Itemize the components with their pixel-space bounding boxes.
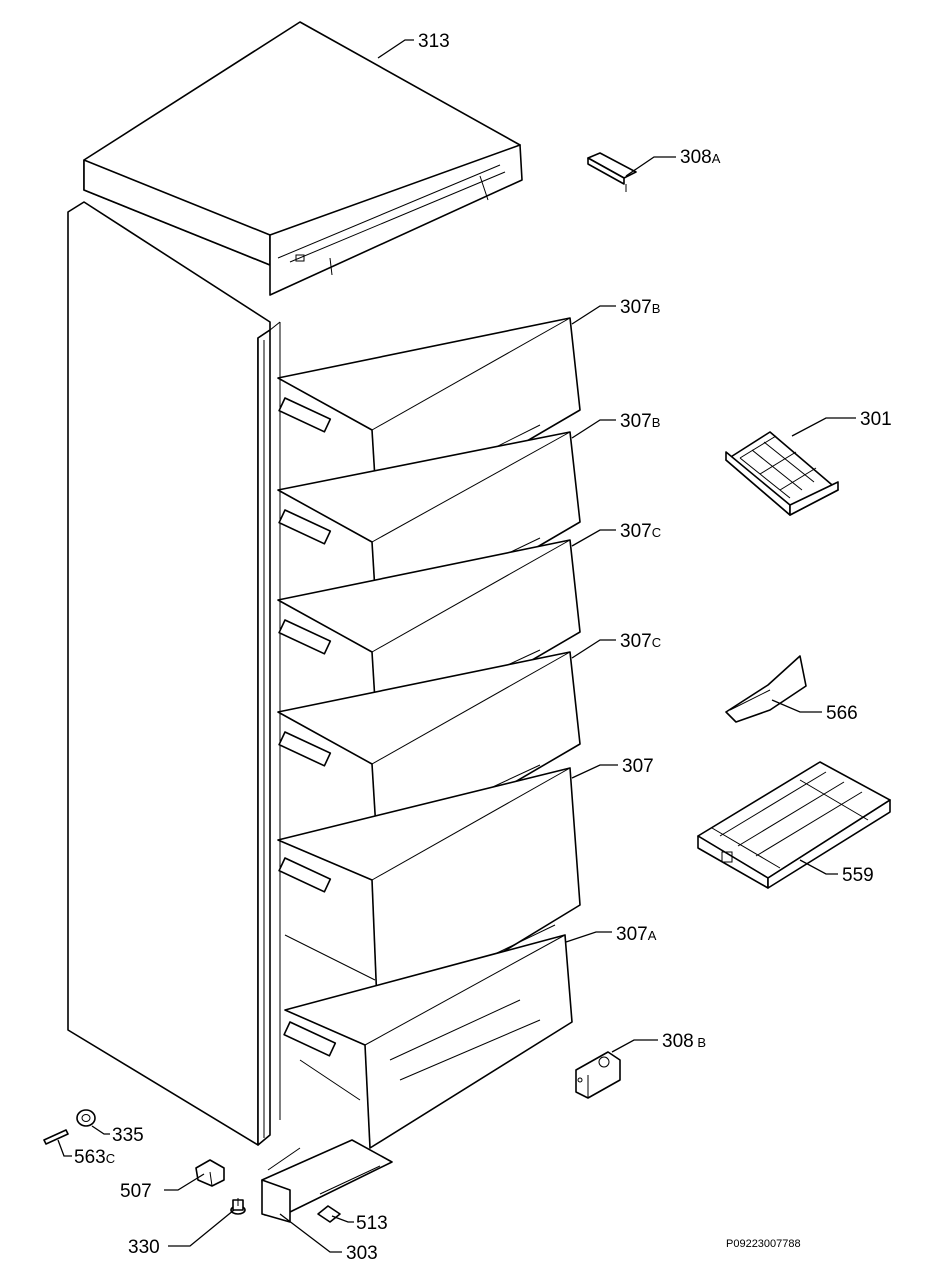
label-307c-first: 307C xyxy=(620,521,661,542)
ice-scraper xyxy=(725,655,807,723)
drawer-stack xyxy=(277,317,581,1149)
label-301: 301 xyxy=(860,409,892,430)
adjustable-foot xyxy=(230,1198,246,1215)
top-cover xyxy=(83,21,523,296)
label-307c-second: 307C xyxy=(620,631,661,652)
hinge-pin-holder xyxy=(195,1159,225,1187)
label-313: 313 xyxy=(418,31,450,52)
drawer-4 xyxy=(277,651,581,863)
label-307b-second: 307B xyxy=(620,411,660,432)
clip-small xyxy=(317,1205,341,1223)
label-513: 513 xyxy=(356,1213,388,1234)
label-335: 335 xyxy=(112,1125,144,1146)
foot-cap xyxy=(76,1109,96,1127)
kick-plate xyxy=(261,1139,393,1223)
label-307: 307 xyxy=(622,756,654,777)
freezer-cabinet xyxy=(67,201,281,1146)
cold-accumulator xyxy=(697,761,891,889)
label-307a: 307A xyxy=(616,924,657,945)
drawing-code: P09223007788 xyxy=(726,1238,801,1250)
drawer-large xyxy=(277,767,581,1029)
label-307b-top: 307B xyxy=(620,297,660,318)
label-308a: 308A xyxy=(680,147,721,168)
clip-part xyxy=(587,152,637,192)
leader-lines xyxy=(57,39,856,1253)
label-308b: 308 B xyxy=(662,1031,706,1052)
part-labels: 313 308A 307B 307B 301 307C 307C 566 307… xyxy=(74,31,892,1264)
drawer-top xyxy=(277,317,581,529)
hinge-bracket xyxy=(575,1051,621,1099)
drawer-3 xyxy=(277,539,581,751)
small-parts xyxy=(43,1109,393,1223)
label-559: 559 xyxy=(842,865,874,886)
label-563c: 563C xyxy=(74,1147,115,1168)
label-507: 507 xyxy=(120,1181,152,1202)
pin xyxy=(43,1129,69,1145)
label-566: 566 xyxy=(826,703,858,724)
ice-cube-tray xyxy=(725,431,839,516)
drawer-bottom xyxy=(283,934,573,1149)
label-330: 330 xyxy=(128,1237,160,1258)
label-303: 303 xyxy=(346,1243,378,1264)
